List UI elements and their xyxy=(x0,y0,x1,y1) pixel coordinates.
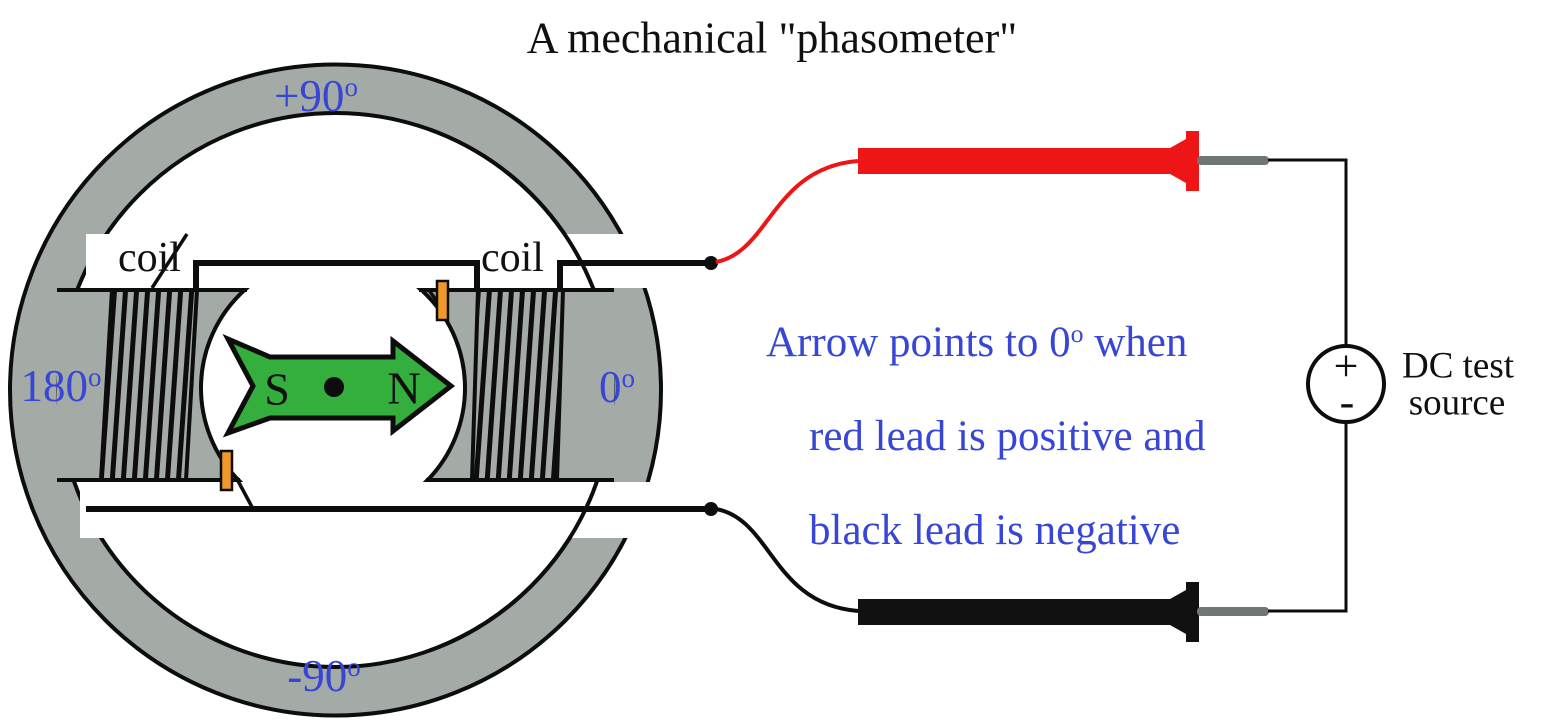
red-probe-tip xyxy=(1197,156,1269,165)
dc-source-plus-sign: + xyxy=(1333,341,1359,391)
scale-label-plus90-value: +90 xyxy=(274,71,345,121)
dc-source-label-line2: source xyxy=(1408,382,1506,424)
scale-label-0: 0o xyxy=(599,361,635,413)
red-lead-wire xyxy=(715,159,859,264)
black-lead-wire xyxy=(715,507,859,613)
scale-label-plus90: +90o xyxy=(274,70,358,122)
scale-label-minus90-value: -90 xyxy=(287,651,348,701)
coil-right-winding xyxy=(469,288,566,482)
annotation-text: Arrow points to 0o when red lead is posi… xyxy=(766,310,1205,554)
red-probe-handle xyxy=(858,131,1199,191)
degree-superscript: o xyxy=(88,362,102,393)
dc-source-circle xyxy=(1306,344,1386,424)
degree-superscript: o xyxy=(347,652,361,683)
black-source-wire xyxy=(1268,422,1348,613)
coil-left-winding xyxy=(98,288,200,482)
annotation-line1: Arrow points to 0o when xyxy=(766,319,1188,367)
degree-superscript: o xyxy=(1070,319,1084,348)
scale-label-180: 180o xyxy=(21,360,102,412)
coil-label-right: coil xyxy=(481,235,544,281)
bottom-terminal-dot xyxy=(704,502,718,516)
degree-superscript: o xyxy=(621,363,636,394)
top-terminal-dot xyxy=(704,256,718,270)
coil-label-left: coil xyxy=(118,235,181,281)
scale-label-180-value: 180 xyxy=(20,361,89,411)
needle-north-label: N xyxy=(387,362,421,414)
dc-source-minus-sign: - xyxy=(1339,377,1355,427)
pin-top-right xyxy=(435,279,450,322)
annotation-line3: black lead is negative xyxy=(809,507,1181,555)
scale-label-minus90: -90o xyxy=(287,650,361,702)
needle-pivot-dot xyxy=(324,377,344,397)
coil-top-wire xyxy=(193,260,480,291)
pin-bottom-left xyxy=(219,449,234,492)
needle-south-label: S xyxy=(264,363,290,415)
dc-source-label-line1: DC test xyxy=(1401,345,1515,387)
scale-label-0-value: 0 xyxy=(599,362,622,412)
diagram-title: A mechanical "phasometer" xyxy=(526,13,1018,63)
red-source-wire xyxy=(1268,158,1348,346)
top-terminal-wire xyxy=(557,260,711,291)
black-probe-tip xyxy=(1197,607,1269,616)
black-probe-handle xyxy=(858,582,1199,642)
annotation-line2: red lead is positive and xyxy=(809,413,1206,461)
degree-superscript: o xyxy=(344,72,358,103)
